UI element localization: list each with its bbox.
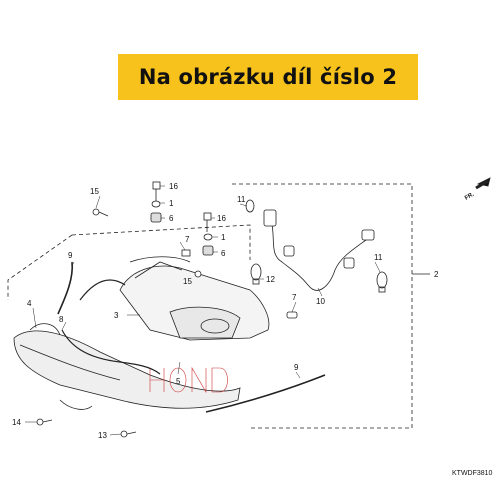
callout-3: 3 bbox=[114, 311, 119, 320]
bolt-16-top bbox=[152, 181, 161, 202]
front-direction-label: FR. bbox=[464, 192, 476, 202]
taillight-housing bbox=[119, 256, 270, 341]
callout-8: 8 bbox=[59, 315, 64, 324]
small-bulb bbox=[245, 199, 255, 213]
callout-1-top: 1 bbox=[169, 199, 174, 208]
callout-6-mid: 6 bbox=[221, 249, 226, 258]
collar-1-top bbox=[151, 200, 161, 208]
callout-9-right: 9 bbox=[294, 363, 299, 372]
grommet-6-top bbox=[150, 212, 162, 223]
callout-6-top: 6 bbox=[169, 214, 174, 223]
callout-13: 13 bbox=[98, 431, 107, 440]
screw-14 bbox=[36, 418, 53, 426]
callout-4: 4 bbox=[27, 299, 32, 308]
callout-7-right: 7 bbox=[292, 293, 297, 302]
front-direction-arrow bbox=[475, 177, 491, 190]
bulb-right bbox=[376, 271, 388, 293]
assembly-frame bbox=[232, 183, 413, 429]
seal-strip-left bbox=[57, 261, 74, 315]
callout-16-top: 16 bbox=[169, 182, 178, 191]
edge-trim-upper bbox=[79, 279, 126, 301]
callout-5: 5 bbox=[176, 377, 181, 386]
callout-12: 12 bbox=[266, 275, 275, 284]
callout-15-mid: 15 bbox=[183, 277, 192, 286]
callout-11-top: 11 bbox=[237, 195, 246, 204]
housing-outline bbox=[7, 224, 251, 300]
wiring-harness bbox=[263, 209, 375, 291]
screw-15-top bbox=[92, 208, 109, 217]
callout-9-left: 9 bbox=[68, 251, 73, 260]
banner-text: Na obrázku díl číslo 2 bbox=[138, 65, 398, 89]
clip-7-top bbox=[181, 249, 191, 257]
callout-1-mid: 1 bbox=[221, 233, 226, 242]
bulb-left bbox=[250, 263, 262, 285]
bolt-16-mid bbox=[203, 212, 212, 232]
callout-7-top: 7 bbox=[185, 235, 190, 244]
callout-10: 10 bbox=[316, 297, 325, 306]
seal-strip-right bbox=[205, 374, 326, 413]
callout-11-right: 11 bbox=[374, 253, 383, 262]
collar-1-mid bbox=[203, 233, 213, 241]
grommet-6-mid bbox=[202, 245, 214, 256]
diagram-code: KTWDF3810 bbox=[452, 470, 493, 477]
honda-logo bbox=[149, 366, 228, 394]
callout-14: 14 bbox=[12, 418, 21, 427]
edge-trim-8 bbox=[61, 329, 161, 375]
clip-7-right bbox=[286, 311, 298, 319]
screw-15-mid bbox=[194, 270, 202, 278]
part-number-banner: Na obrázku díl číslo 2 bbox=[118, 54, 418, 100]
callout-15-top: 15 bbox=[90, 187, 99, 196]
callout-2: 2 bbox=[434, 270, 439, 279]
callout-16-mid: 16 bbox=[217, 214, 226, 223]
screw-13 bbox=[120, 430, 137, 438]
